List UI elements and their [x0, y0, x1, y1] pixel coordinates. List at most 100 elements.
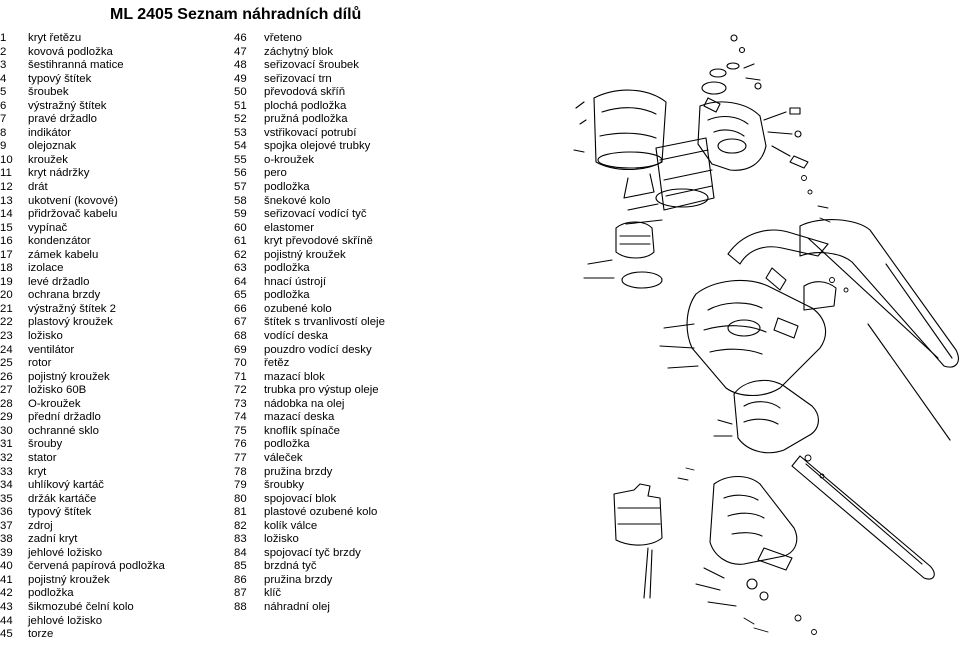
part-name: o-kroužek — [264, 153, 315, 166]
part-name: typový štítek — [28, 506, 92, 519]
part-name: trubka pro výstup oleje — [264, 384, 379, 397]
part-number: 32 — [0, 451, 13, 464]
part-number: 66 — [234, 302, 247, 315]
part-name: kroužek — [28, 153, 68, 166]
part-name: váleček — [264, 451, 303, 464]
part-number: 72 — [234, 384, 247, 397]
part-name: záchytný blok — [264, 45, 334, 58]
part-name: podložka — [264, 262, 310, 275]
diagram-rear-handle — [695, 475, 798, 607]
part-name: podložka — [264, 181, 310, 194]
part-name: výstražný štítek 2 — [28, 302, 116, 315]
part-name: levé držadlo — [28, 275, 90, 288]
part-name: šroubky — [264, 479, 304, 492]
part-number: 53 — [234, 126, 247, 139]
part-number: 76 — [234, 438, 247, 451]
part-name: zdroj — [28, 519, 53, 532]
part-number: 4 — [0, 72, 7, 85]
part-number: 60 — [234, 221, 247, 234]
part-name: nádobka na olej — [264, 397, 345, 410]
part-name: pojistný kroužek — [264, 248, 346, 261]
part-name: kryt převodové skříně — [264, 235, 373, 248]
part-name: seřizovací trn — [264, 72, 332, 85]
part-name: klíč — [264, 587, 282, 600]
part-name: držák kartáče — [28, 492, 97, 505]
diagram-saw-body — [659, 279, 827, 397]
part-name: uhlíkový kartáč — [28, 479, 104, 492]
part-number: 58 — [234, 194, 247, 207]
part-row: 66 ozubené kolo — [234, 303, 614, 317]
part-number: 47 — [234, 45, 247, 58]
part-number: 61 — [234, 235, 247, 248]
part-number: 51 — [234, 99, 247, 112]
part-name: podložka — [264, 289, 310, 302]
part-name: náhradní olej — [264, 600, 330, 613]
part-name: jehlové ložisko — [28, 614, 103, 627]
part-name: typový štítek — [28, 72, 92, 85]
diagram-lower-bar — [791, 455, 935, 580]
part-name: ozubené kolo — [264, 302, 332, 315]
diagram-gearbox — [697, 101, 809, 171]
part-number: 33 — [0, 465, 13, 478]
part-number: 62 — [234, 248, 247, 261]
part-name: výstražný štítek — [28, 99, 107, 112]
part-name: brzdná tyč — [264, 560, 317, 573]
diagram-top-fasteners — [701, 34, 762, 113]
part-number: 80 — [234, 492, 247, 505]
part-name: pouzdro vodící desky — [264, 343, 372, 356]
part-name: kryt — [28, 465, 47, 478]
part-name: ochrana brzdy — [28, 289, 101, 302]
diagram-rotor — [583, 221, 663, 289]
part-number: 30 — [0, 424, 13, 437]
part-name: kryt řetězu — [28, 32, 82, 44]
part-name: pružina brzdy — [264, 465, 333, 478]
part-name: plastové ozubené kolo — [264, 506, 378, 519]
part-name: pojistný kroužek — [28, 370, 110, 383]
part-number: 75 — [234, 424, 247, 437]
diagram-small-hardware — [677, 175, 849, 635]
part-name: šnekové kolo — [264, 194, 331, 207]
part-number: 83 — [234, 533, 247, 546]
part-name: zámek kabelu — [28, 248, 99, 261]
part-number: 50 — [234, 86, 247, 99]
part-number: 70 — [234, 357, 247, 370]
part-number: 21 — [0, 302, 13, 315]
part-number: 59 — [234, 208, 247, 221]
exploded-view-diagram — [573, 34, 959, 635]
part-name: jehlové ložisko — [28, 546, 103, 559]
part-number: 78 — [234, 465, 247, 478]
diagram-stator — [625, 137, 715, 225]
